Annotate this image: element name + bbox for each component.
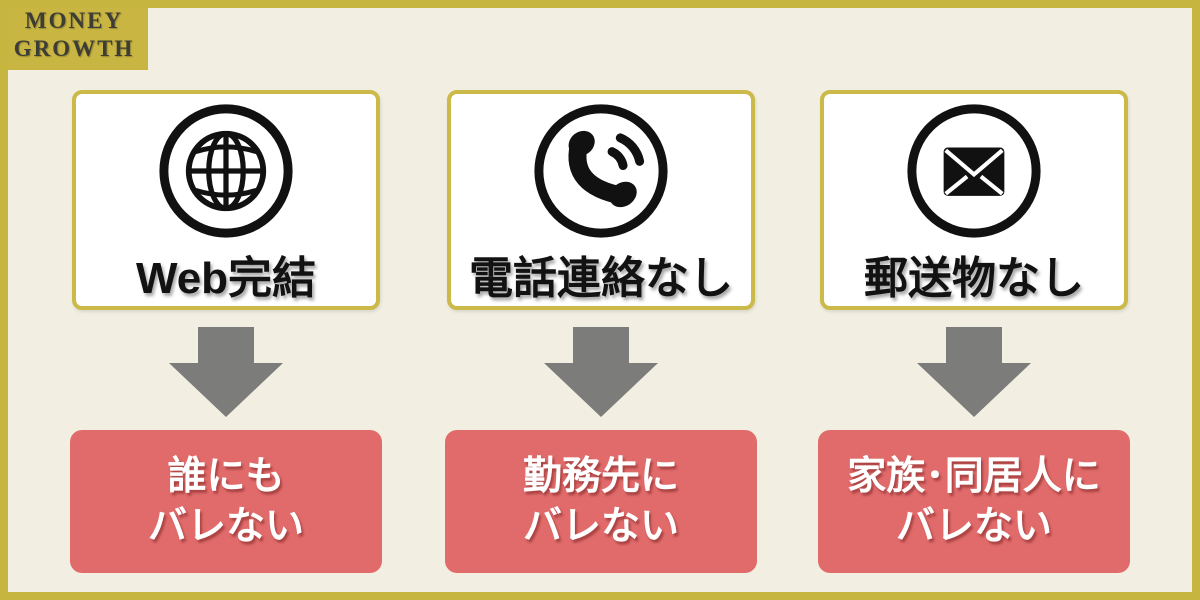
result-line1: 勤務先に (522, 454, 679, 498)
result-line2: バレない (895, 504, 1052, 548)
down-arrow-icon (917, 327, 1031, 417)
result-box: 家族･同居人に バレない (818, 430, 1130, 573)
result-line1: 誰にも (167, 454, 285, 498)
down-arrow-icon (544, 327, 658, 417)
feature-card-mail: 郵送物なし (820, 90, 1128, 310)
logo-line2: GROWTH (13, 36, 135, 61)
result-box: 誰にも バレない (70, 430, 382, 573)
feature-label: 郵送物なし (864, 254, 1084, 303)
result-line2: バレない (147, 504, 304, 548)
result-line1: 家族･同居人に (847, 454, 1101, 498)
money-growth-logo: MONEY GROWTH (8, 7, 148, 70)
down-arrow-icon (169, 327, 283, 417)
mail-icon (907, 104, 1041, 238)
globe-icon (159, 104, 293, 238)
column-web: Web完結 誰にも バレない (70, 8, 382, 592)
column-phone: 電話連絡なし 勤務先に バレない (445, 8, 757, 592)
result-line2: バレない (522, 504, 679, 548)
result-box: 勤務先に バレない (445, 430, 757, 573)
column-mail: 郵送物なし 家族･同居人に バレない (818, 8, 1130, 592)
feature-label: Web完結 (135, 254, 317, 303)
feature-label: 電話連絡なし (469, 254, 733, 303)
logo-line1: MONEY (24, 7, 124, 33)
phone-icon (534, 104, 668, 238)
feature-card-phone: 電話連絡なし (447, 90, 755, 310)
feature-card-web: Web完結 (72, 90, 380, 310)
